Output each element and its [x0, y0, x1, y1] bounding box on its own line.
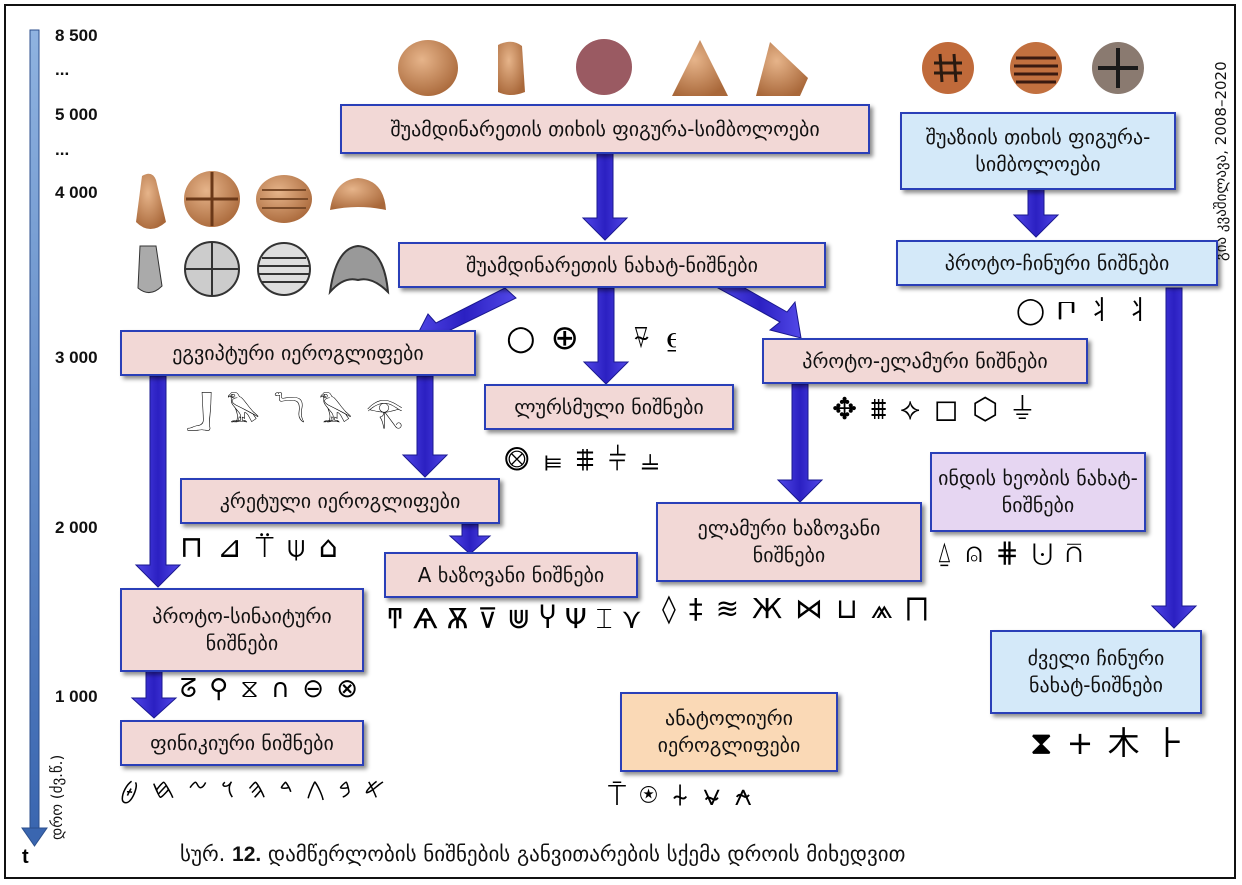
arrow-egyptian-to-cretan: [401, 375, 449, 478]
clay-token-disc: [398, 40, 458, 96]
box-indus: ინდის ხეობის ნახატ-ნიშნები: [930, 452, 1146, 532]
arrow-proto-chinese-to-old-chinese: [1150, 287, 1198, 629]
glyphs-anatolian: ⍑ ⍟ ⍭ ⍱ ⍲: [608, 778, 755, 813]
clay-token-sphere: [576, 39, 632, 95]
arrow-central-clay-to-proto-chinese: [1012, 188, 1060, 238]
caption-number: 12.: [232, 843, 262, 866]
timeline-label-5000: 5 000: [55, 105, 98, 124]
box-linear-a: A ხაზოვანი ნიშნები: [384, 552, 638, 598]
box-old-chinese: ძველი ჩინური ნახატ-ნიშნები: [990, 630, 1202, 714]
axis-word: დრო (ძვ.წ.): [48, 754, 66, 840]
timeline-label-1000: 1 000: [55, 687, 98, 706]
glyphs-proto-sinaitic: ᘔ ⚲ ⧖ ∩ ⊖ ⊗: [180, 674, 361, 704]
arrow-proto-sinaitic-to-phoenician: [130, 670, 178, 719]
clay-token-cone: [498, 41, 525, 95]
box-elamite-linear: ელამური ხაზოვანი ნიშნები: [656, 502, 922, 582]
glyphs-indus: ⍙ ⍝ ⋕ ⨃ ⩃: [936, 536, 1084, 569]
clay-token-tetrahedron: [756, 42, 808, 96]
box-proto-elamite: პროტო-ელამური ნიშნები: [762, 338, 1088, 384]
author-credit: გია კვაშილავა, 2008–2020: [1212, 57, 1230, 265]
glyphs-elamite-linear: ◊ ‡ ≋ Ж ⋈ ⊔ ⩕ ⨅: [662, 592, 931, 625]
box-mesopotamian-pictographs: შუამდინარეთის ნახატ-ნიშნები: [398, 242, 826, 288]
glyphs-old-chinese: ⧗ + ⽊ ⺊: [1030, 724, 1188, 762]
time-axis: [21, 29, 48, 847]
arrow-meso-clay-to-pictographs: [581, 152, 629, 241]
box-anatolian: ანატოლიური იეროგლიფები: [620, 692, 838, 772]
glyphs-sumerian: ⨷ ⫢ ⩨ ⫩ ⫨: [504, 440, 661, 478]
clay-token-triangle: [672, 40, 728, 96]
timeline-ellipsis: ...: [55, 140, 70, 159]
glyphs-linear-a: ͳ Ѧ Ѫ ⊽ ⋓ Ⴤ Ψ ⌶ ⋎: [386, 602, 642, 635]
box-sumerian: ლურსმული ნიშნები: [484, 384, 734, 430]
box-proto-chinese: პროტო-ჩინური ნიშნები: [896, 240, 1218, 286]
figure-caption: სურ. 12. დამწერლობის ნიშნების განვითარებ…: [180, 842, 905, 867]
glyphs-circles: ○ ⊕: [506, 318, 581, 358]
timeline-ellipsis: ...: [55, 60, 70, 79]
glyphs-sumerian-top: ⍫ ⍷: [632, 320, 684, 355]
diagram-frame: [4, 4, 1236, 879]
timeline-label-2000: 2 000: [55, 518, 98, 537]
glyphs-cretan: ⊓ ⊿ ⍡ ⍦ ⌂: [180, 530, 340, 565]
box-mesopotamian-clay: შუამდინარეთის თიხის ფიგურა-სიმბოლოები: [340, 104, 870, 154]
arrow-proto-elamite-to-elamite-linear: [776, 383, 824, 503]
box-proto-sinaitic: პროტო-სინაიტური ნიშნები: [120, 588, 364, 672]
clay-tokens-left: [136, 171, 390, 297]
arrow-pictographs-to-sumerian: [582, 287, 630, 385]
glyphs-proto-chinese: ◯ 𐅃 ⺦ ⺦: [1016, 296, 1155, 326]
box-cretan: კრეტული იეროგლიფები: [180, 478, 500, 524]
glyphs-egyptian: 𓃀 𓅃 𓆓 𓅃 𓂀: [186, 395, 406, 430]
arrow-egyptian-to-proto-sinaitic: [134, 375, 182, 588]
box-central-asian-clay: შუაზიის თიხის ფიგურა-სიმბოლოები: [900, 112, 1176, 190]
timeline-label-4000: 4 000: [55, 183, 98, 202]
box-phoenician: ფინიკიური ნიშნები: [120, 720, 364, 766]
caption-text: დამწერლობის ნიშნების განვითარების სქემა …: [267, 842, 906, 866]
glyphs-proto-elamite: ✥ ⩩ ⟡ ◻ ⬡ ⏚: [832, 392, 1036, 427]
clay-tokens-central-asia: [922, 42, 1144, 94]
axis-letter: t: [22, 846, 29, 868]
glyphs-phoenician: 𐤀 𐤁 𐤂 𐤃 𐤄 𐤅 𐤆 𐤇 𐤈: [120, 772, 387, 805]
timeline-label-3000: 3 000: [55, 348, 98, 367]
timeline-label-8500: 8 500: [55, 26, 98, 45]
box-egyptian: ეგვიპტური იეროგლიფები: [120, 330, 476, 376]
arrow-cretan-to-linear-a: [448, 523, 492, 555]
clay-tokens-mesopotamia: [398, 39, 808, 96]
caption-prefix: სურ.: [180, 842, 226, 866]
